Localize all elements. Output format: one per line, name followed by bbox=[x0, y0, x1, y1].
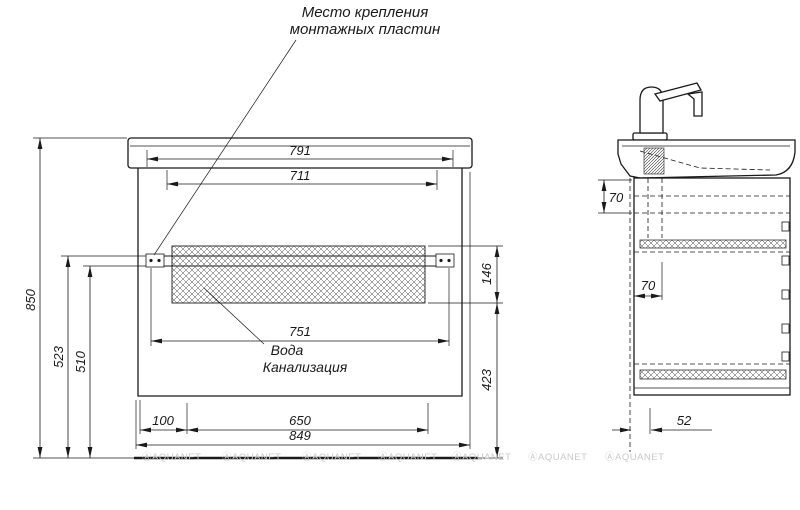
dim-100-text: 100 bbox=[152, 413, 174, 428]
dim-146: 146 bbox=[428, 245, 503, 304]
cabinet-side bbox=[629, 177, 791, 452]
mounting-plate-right bbox=[435, 253, 455, 268]
front-view: 791 711 751 850 523 bbox=[23, 4, 503, 460]
dim-849-text: 849 bbox=[289, 428, 311, 443]
watermark: ⒶAQUANET bbox=[378, 452, 437, 463]
dim-423: 423 bbox=[478, 303, 503, 459]
watermark: ⒶAQUANET bbox=[605, 452, 664, 463]
mounting-callout: Место крепления монтажных пластин bbox=[153, 4, 440, 256]
dim-523: 523 bbox=[51, 255, 146, 458]
faucet-lever bbox=[653, 82, 702, 102]
water-label: Вода bbox=[271, 342, 304, 358]
dim-70-mid-text: 70 bbox=[641, 278, 656, 293]
service-hatch-zone bbox=[171, 245, 426, 304]
dim-52-text: 52 bbox=[677, 413, 692, 428]
mounting-plate-left bbox=[145, 253, 165, 268]
dim-510-text: 510 bbox=[73, 350, 88, 372]
dim-650: 650 bbox=[187, 403, 429, 434]
dim-650-text: 650 bbox=[289, 413, 311, 428]
sewer-label: Канализация bbox=[263, 359, 348, 375]
watermark: ⒶAQUANET bbox=[142, 452, 201, 463]
dim-146-text: 146 bbox=[479, 262, 494, 284]
mounting-label-line2: монтажных пластин bbox=[290, 21, 440, 38]
dim-711: 711 bbox=[166, 168, 438, 190]
cabinet-front bbox=[137, 168, 463, 397]
dim-52: 52 bbox=[612, 408, 712, 434]
side-view: 70 70 52 bbox=[598, 82, 796, 452]
water-leader-line bbox=[203, 287, 265, 345]
dim-70-top: 70 bbox=[598, 179, 632, 214]
watermark: ⒶAQUANET bbox=[222, 452, 281, 463]
drawer-rail-bottom bbox=[639, 369, 787, 380]
drain-area bbox=[643, 147, 665, 175]
dim-510: 510 bbox=[73, 265, 146, 458]
dim-711-text: 711 bbox=[290, 168, 311, 183]
watermark-row: ⒶAQUANET ⒶAQUANET ⒶAQUANET ⒶAQUANET ⒶAQU… bbox=[142, 452, 664, 463]
watermark: ⒶAQUANET bbox=[528, 452, 587, 463]
dim-70-top-text: 70 bbox=[609, 190, 624, 205]
dim-791: 791 bbox=[146, 143, 454, 167]
mounting-label-line1: Место крепления bbox=[302, 4, 428, 21]
dim-523-text: 523 bbox=[51, 345, 66, 367]
dim-100: 100 bbox=[139, 400, 188, 434]
dim-850-text: 850 bbox=[23, 288, 38, 310]
faucet-side bbox=[632, 82, 703, 141]
dim-751: 751 bbox=[150, 268, 450, 346]
water-sewer-callout: Вода Канализация bbox=[203, 287, 348, 375]
mounting-leader-line bbox=[153, 39, 297, 256]
watermark: ⒶAQUANET bbox=[302, 452, 361, 463]
dim-751-text: 751 bbox=[289, 324, 311, 339]
dim-849: 849 bbox=[135, 172, 471, 449]
watermark: ⒶAQUANET bbox=[452, 452, 511, 463]
drawer-rail-top bbox=[639, 239, 787, 249]
dim-423-text: 423 bbox=[479, 368, 494, 390]
dim-791-text: 791 bbox=[289, 143, 311, 158]
dim-850: 850 bbox=[23, 137, 134, 459]
dim-70-mid: 70 bbox=[634, 262, 663, 300]
sink-side-profile bbox=[617, 139, 796, 179]
faucet-spout bbox=[686, 91, 703, 117]
